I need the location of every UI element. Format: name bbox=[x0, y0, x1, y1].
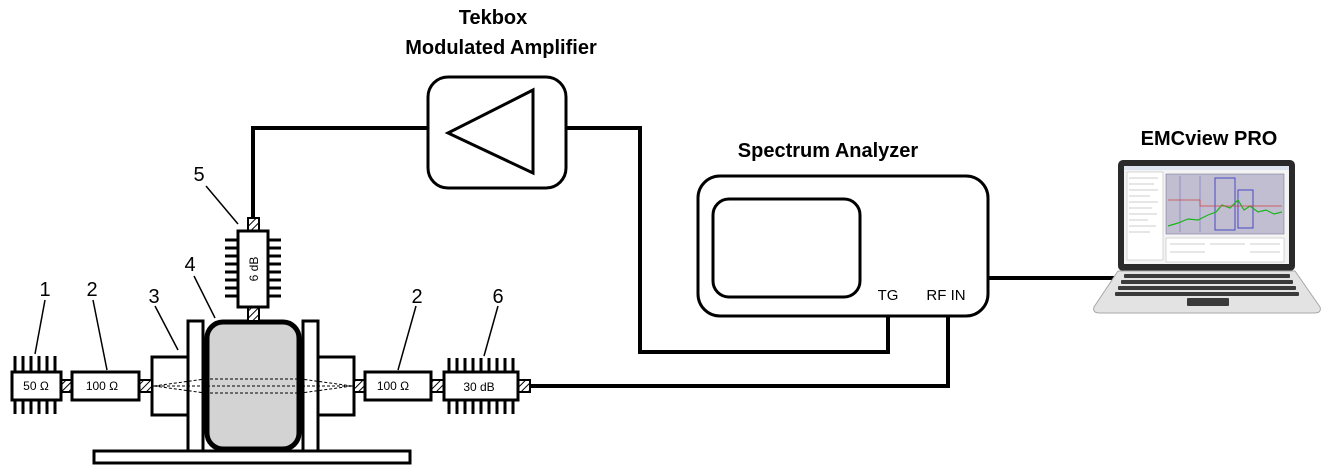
analyzer-screen bbox=[711, 197, 862, 299]
callout-1: 1 bbox=[39, 279, 50, 301]
clamp-base-plate bbox=[92, 449, 412, 465]
clamp-left-end-plate bbox=[186, 319, 205, 453]
callout-2-left: 2 bbox=[86, 279, 97, 301]
cables bbox=[251, 126, 1118, 388]
laptop-title: EMCview PRO bbox=[1141, 128, 1278, 150]
amplifier-title-line2: Modulated Amplifier bbox=[405, 37, 597, 59]
callout-5: 5 bbox=[193, 164, 204, 186]
callout-6: 6 bbox=[492, 286, 503, 308]
callout-4: 4 bbox=[184, 254, 195, 276]
cable-amplifier-to-tg bbox=[566, 126, 890, 354]
analyzer-title: Spectrum Analyzer bbox=[738, 140, 919, 162]
attenuator-6db: 6 dB bbox=[225, 229, 281, 309]
laptop-keyboard bbox=[1115, 274, 1299, 296]
attenuator-6db-label: 6 dB bbox=[247, 257, 261, 282]
resistor-right: 100 Ω bbox=[363, 370, 433, 402]
modulated-amplifier: Tekbox Modulated Amplifier bbox=[405, 7, 597, 190]
resistor-left: 100 Ω bbox=[70, 370, 141, 402]
callout-leaders bbox=[34, 185, 499, 371]
laptop: EMCview PRO bbox=[1093, 128, 1321, 314]
resistor-right-label: 100 Ω bbox=[377, 379, 409, 393]
spectrum-analyzer: Spectrum Analyzer TG RF IN bbox=[696, 140, 990, 318]
attenuator-30db: 30 dB bbox=[442, 358, 520, 414]
cable-attenuator-to-amplifier bbox=[251, 126, 430, 218]
coupling-clamp bbox=[92, 319, 412, 465]
load-50-label: 50 Ω bbox=[23, 379, 49, 393]
callout-2-right: 2 bbox=[411, 286, 422, 308]
attenuator-30db-label: 30 dB bbox=[463, 380, 494, 394]
clamp-right-end-plate bbox=[301, 319, 320, 453]
amplifier-triangle-icon bbox=[444, 87, 535, 176]
resistor-left-label: 100 Ω bbox=[86, 379, 118, 393]
laptop-touchpad bbox=[1187, 298, 1229, 306]
callout-numbers: 1 2 3 4 5 2 6 bbox=[39, 164, 503, 308]
load-50-ohm: 50 Ω bbox=[10, 356, 63, 414]
analyzer-port-rf-in: RF IN bbox=[926, 287, 965, 304]
amplifier-title-line1: Tekbox bbox=[459, 7, 528, 29]
callout-3: 3 bbox=[148, 286, 159, 308]
analyzer-port-tg: TG bbox=[878, 287, 899, 304]
cable-30db-to-rf-in bbox=[530, 316, 950, 388]
